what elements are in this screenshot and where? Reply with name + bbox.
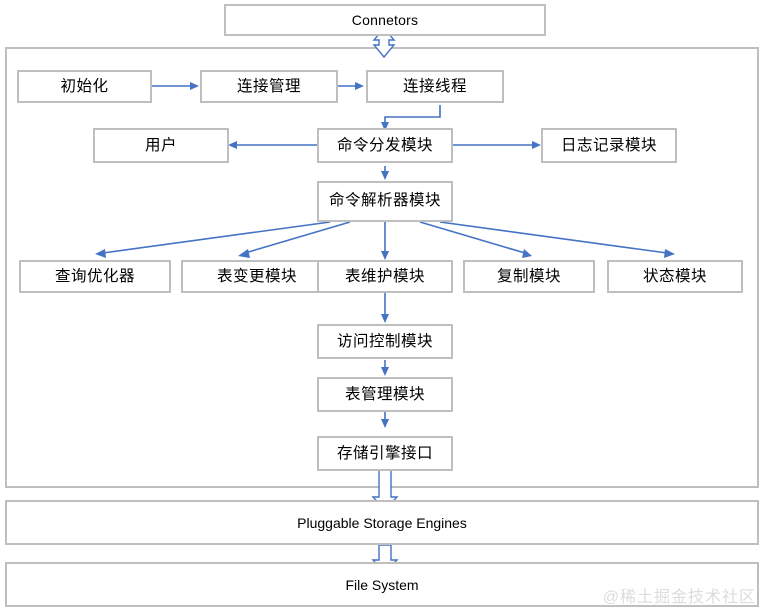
node-replication-label: 复制模块 bbox=[496, 267, 561, 285]
node-query-optimizer[interactable]: 查询优化器 bbox=[19, 260, 171, 293]
node-access-control[interactable]: 访问控制模块 bbox=[317, 324, 453, 359]
node-status[interactable]: 状态模块 bbox=[607, 260, 743, 293]
node-table-alter-label: 表变更模块 bbox=[216, 267, 297, 285]
watermark: @稀土掘金技术社区 bbox=[602, 589, 756, 606]
storage-engines-band[interactable]: Pluggable Storage Engines bbox=[5, 500, 759, 545]
node-table-maintain-label: 表维护模块 bbox=[344, 267, 425, 285]
node-storage-engine-api-label: 存储引擎接口 bbox=[336, 444, 433, 462]
node-table-maintain[interactable]: 表维护模块 bbox=[317, 260, 453, 293]
node-cmd-dispatch-label: 命令分发模块 bbox=[336, 136, 433, 154]
node-cmd-dispatch[interactable]: 命令分发模块 bbox=[317, 128, 453, 163]
node-log-record-label: 日志记录模块 bbox=[560, 136, 657, 154]
connectors-box[interactable]: Connetors bbox=[224, 4, 546, 36]
node-table-alter[interactable]: 表变更模块 bbox=[181, 260, 333, 293]
node-init-label: 初始化 bbox=[60, 77, 109, 95]
node-user-label: 用户 bbox=[144, 136, 177, 154]
node-conn-manager[interactable]: 连接管理 bbox=[200, 70, 338, 103]
node-storage-engine-api[interactable]: 存储引擎接口 bbox=[317, 436, 453, 471]
node-cmd-parser-label: 命令解析器模块 bbox=[328, 192, 441, 210]
node-conn-thread[interactable]: 连接线程 bbox=[366, 70, 504, 103]
connectors-label: Connetors bbox=[351, 11, 419, 28]
node-status-label: 状态模块 bbox=[642, 267, 707, 285]
node-init[interactable]: 初始化 bbox=[17, 70, 152, 103]
node-table-manage-label: 表管理模块 bbox=[344, 385, 425, 403]
node-conn-thread-label: 连接线程 bbox=[402, 77, 467, 95]
node-log-record[interactable]: 日志记录模块 bbox=[541, 128, 677, 163]
node-conn-manager-label: 连接管理 bbox=[236, 77, 301, 95]
storage-engines-label: Pluggable Storage Engines bbox=[297, 514, 467, 531]
node-access-control-label: 访问控制模块 bbox=[336, 332, 433, 350]
node-user[interactable]: 用户 bbox=[93, 128, 229, 163]
node-query-optimizer-label: 查询优化器 bbox=[54, 267, 135, 285]
node-table-manage[interactable]: 表管理模块 bbox=[317, 377, 453, 412]
node-cmd-parser[interactable]: 命令解析器模块 bbox=[317, 181, 453, 222]
file-system-label: File System bbox=[345, 576, 419, 593]
node-replication[interactable]: 复制模块 bbox=[463, 260, 595, 293]
